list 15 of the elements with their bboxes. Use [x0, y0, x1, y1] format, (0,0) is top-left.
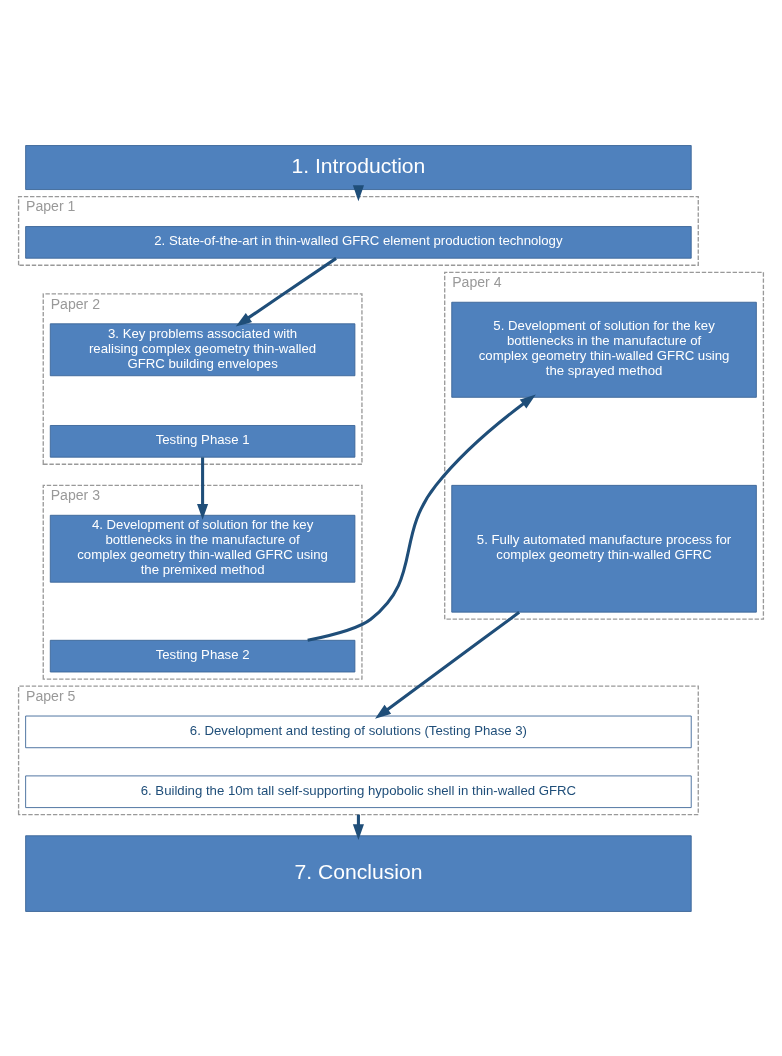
arrow: [235, 256, 337, 326]
node-box: 5. Development of solution for the key bottlenecks in the manufacture of complex geometry thin-walled GFRC using the sprayed method: [451, 301, 757, 398]
node-box: Testing Phase 1: [49, 424, 356, 458]
node-box: 6. Building the 10m tall self-supporting hypobolic shell in thin-walled GFRC: [25, 774, 692, 808]
node-box: 6. Development and testing of solutions (Testing Phase 3): [25, 715, 692, 748]
node-box: 2. State-of-the-art in thin-walled GFRC element production technology: [25, 225, 692, 259]
arrow: [197, 456, 209, 520]
arrow: [307, 394, 536, 642]
node-box: 4. Development of solution for the key bottlenecks in the manufacture of complex geometry thin-walled GFRC using the premixed method: [49, 514, 356, 583]
node-box: 7. Conclusion: [25, 834, 692, 912]
arrow: [352, 184, 364, 201]
node-box: Testing Phase 2: [49, 639, 356, 672]
node-box: 5. Fully automated manufacture process for complex geometry thin-walled GFRC: [451, 484, 757, 613]
node-box: 3. Key problems associated with realising complex geometry thin-walled GFRC building envelopes: [49, 322, 356, 376]
arrow: [375, 610, 521, 719]
